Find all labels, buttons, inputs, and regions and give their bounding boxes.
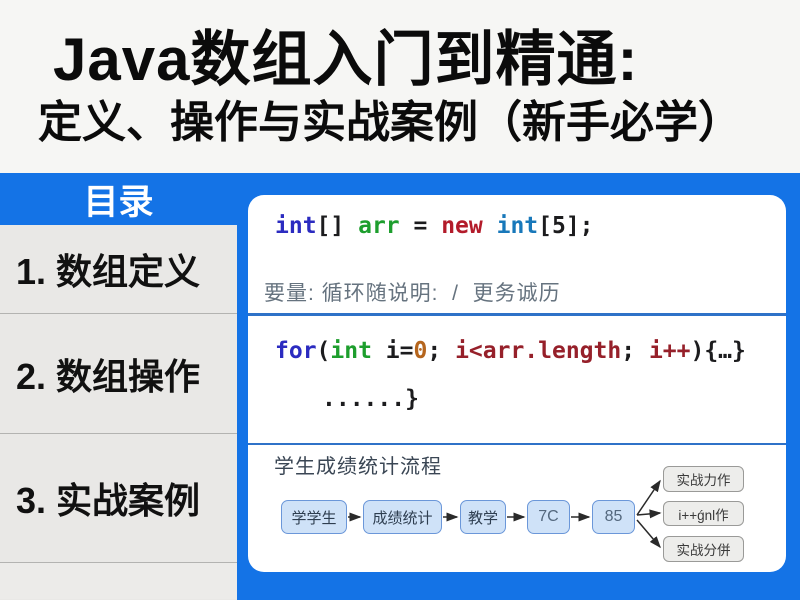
code-token-condition: i<arr.length (455, 338, 622, 364)
code-token-for-keyword: for (275, 338, 317, 364)
toc-filler (0, 563, 237, 599)
code-token-size: [5]; (538, 213, 594, 239)
flow-node-teaching: 教学 (460, 500, 506, 534)
code-token-equals: = (399, 213, 442, 239)
toc-item-array-definition: 1. 数组定义 (0, 225, 237, 314)
toc-item-practical-cases: 3. 实战案例 (0, 434, 237, 563)
flow-node-85: 85 (592, 500, 635, 534)
code-card: int[] arr = new int[5]; 要量: 循环随说明: / 更务诚… (248, 195, 786, 572)
code-token-arr-identifier: arr (358, 213, 400, 239)
flow-result-1: 实战力作 (663, 466, 744, 492)
code-line-for-loop: for(int i=0; i<arr.length; i++){…} (275, 338, 746, 364)
code-token-brackets: [] (316, 213, 359, 239)
code-token-zero-literal: 0 (413, 338, 428, 364)
code-token-int-keyword: int (330, 338, 372, 364)
code-token-semicolon: ; (621, 338, 649, 364)
flow-node-70: 7C (527, 500, 570, 534)
code-token-space (483, 213, 497, 239)
toc-sidebar: 目录 1. 数组定义 2. 数组操作 3. 实战案例 (0, 173, 237, 600)
code-token-new-keyword: new (441, 213, 483, 239)
code-line-continuation: ......} (322, 386, 419, 412)
section-array-definition: int[] arr = new int[5]; 要量: 循环随说明: / 更务诚… (248, 195, 786, 313)
code-token-int-keyword: int (275, 213, 317, 239)
code-line-array-declaration: int[] arr = new int[5]; (275, 213, 594, 239)
flow-node-student: 学学生 (281, 500, 347, 534)
code-token-init: i= (371, 338, 414, 364)
code-annotation: 要量: 循环随说明: / 更务诚历 (264, 282, 561, 305)
flow-node-score-stats: 成绩统计 (363, 500, 442, 534)
content-area: 目录 1. 数组定义 2. 数组操作 3. 实战案例 int[] arr = n… (0, 173, 800, 600)
section-divider (248, 443, 786, 445)
section-divider (248, 313, 786, 316)
section-for-loop: for(int i=0; i<arr.length; i++){…} .....… (248, 316, 786, 443)
code-token-body: ){…} (690, 338, 746, 364)
page-title: Java数组入门到精通: (53, 26, 639, 93)
code-token-semicolon: ; (427, 338, 456, 364)
header: Java数组入门到精通: 定义、操作与实战案例（新手必学） (0, 0, 800, 173)
code-token-int-type: int (496, 213, 539, 239)
section-flowchart: 学生成绩统计流程 学学生 成绩统计 (248, 445, 786, 572)
code-token-increment: i++ (648, 338, 691, 364)
flow-arrows (348, 479, 662, 549)
flow-result-3: 实战分併 (663, 536, 744, 562)
page-subtitle: 定义、操作与实战案例（新手必学） (38, 98, 742, 147)
toc-header: 目录 (0, 173, 237, 225)
toc-item-array-operations: 2. 数组操作 (0, 314, 237, 434)
flow-result-2: i++ǵnl作 (663, 501, 744, 526)
flowchart-title: 学生成绩统计流程 (274, 456, 442, 478)
code-token-paren: ( (316, 338, 331, 364)
